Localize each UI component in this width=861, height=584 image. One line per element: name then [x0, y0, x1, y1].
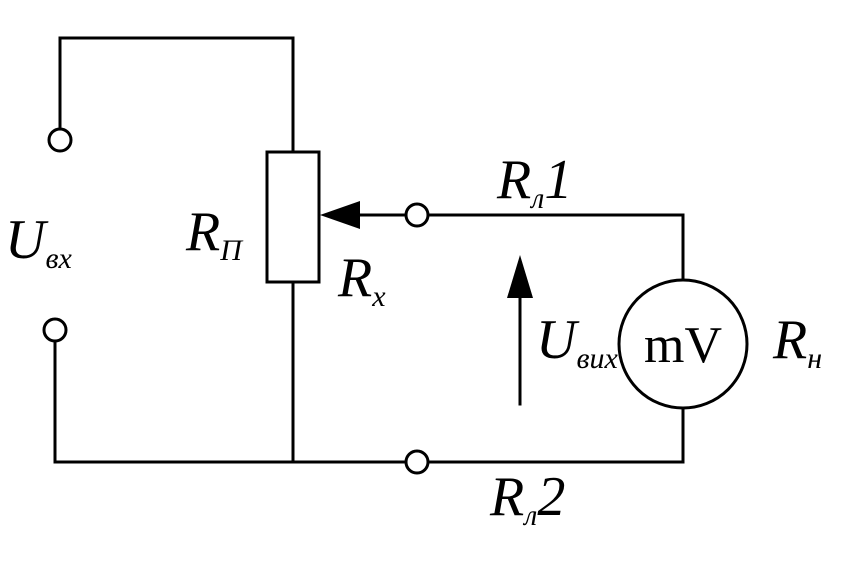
- wire-input-top: [58, 36, 295, 154]
- input-terminal-bottom: [42, 317, 68, 343]
- wire-line2: [428, 408, 685, 464]
- label-u-out: Uвих: [536, 309, 618, 375]
- potentiometer-body: [265, 150, 321, 284]
- label-u-in: Uвх: [5, 209, 72, 275]
- line2-terminal: [404, 449, 430, 475]
- label-r-pot: RП: [185, 201, 244, 267]
- label-r-line2: Rл2: [489, 466, 565, 532]
- millivoltmeter: [617, 278, 749, 410]
- meter-label: mV: [644, 317, 722, 374]
- label-r-x: Rx: [337, 247, 386, 313]
- wire-line1: [428, 213, 685, 280]
- wiper-arrowhead: [320, 201, 360, 229]
- label-r-line1: Rл1: [496, 149, 572, 215]
- output-voltage-arrowhead: [507, 255, 533, 298]
- input-terminal-top: [47, 127, 73, 153]
- wire-input-bottom: [53, 340, 407, 464]
- label-r-load: Rн: [772, 309, 822, 375]
- wiper-terminal: [404, 202, 430, 228]
